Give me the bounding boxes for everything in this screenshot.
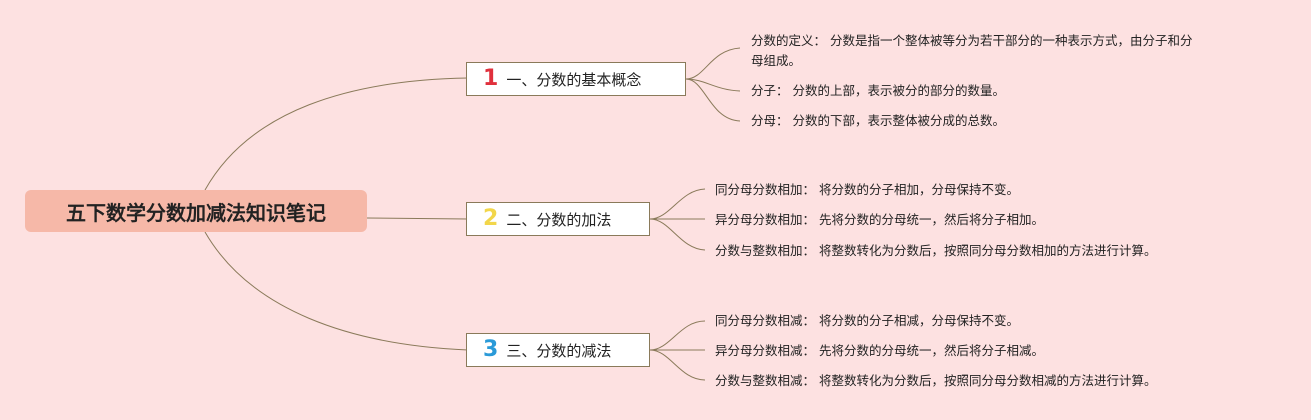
branch-label: 一、分数的基本概念 <box>506 70 642 89</box>
leaf-topic[interactable]: 分数与整数相减：将整数转化为分数后，按照同分母分数相减的方法进行计算。 <box>715 371 1157 391</box>
number-3-icon: 3 <box>483 337 499 362</box>
leaf-desc: 分数是指一个整体被等分为若干部分的一种表示方式，由分子和分 <box>830 33 1193 48</box>
leaf-term: 分数的定义： <box>751 33 827 48</box>
leaf-term: 同分母分数相减： <box>715 313 816 328</box>
leaf-desc: 将分数的分子相减，分母保持不变。 <box>819 313 1020 328</box>
leaf-topic[interactable]: 分子：分数的上部，表示被分的部分的数量。 <box>751 81 1005 101</box>
connector-b1-leaf-3 <box>685 78 741 122</box>
root-title: 五下数学分数加减法知识笔记 <box>66 200 326 225</box>
leaf-desc: 将分数的分子相加，分母保持不变。 <box>819 182 1020 197</box>
connector-root-branch-3 <box>204 231 469 351</box>
leaf-desc: 分数的下部，表示整体被分成的总数。 <box>792 113 1006 128</box>
branch-topic-1[interactable]: 1 一、分数的基本概念 <box>466 62 686 96</box>
leaf-desc: 先将分数的分母统一，然后将分子相减。 <box>819 343 1045 358</box>
connector-b2-leaf-1 <box>649 188 706 220</box>
connector-b2-leaf-3 <box>649 218 706 251</box>
leaf-term: 同分母分数相加： <box>715 182 816 197</box>
connector-b1-leaf-2 <box>685 78 741 92</box>
root-topic[interactable]: 五下数学分数加减法知识笔记 <box>25 190 367 232</box>
leaf-topic[interactable]: 异分母分数相减：先将分数的分母统一，然后将分子相减。 <box>715 341 1044 361</box>
leaf-term: 异分母分数相减： <box>715 343 816 358</box>
leaf-topic[interactable]: 异分母分数相加：先将分数的分母统一，然后将分子相加。 <box>715 210 1044 230</box>
connector-b1-leaf-1 <box>685 47 741 80</box>
leaf-topic[interactable]: 分数的定义：分数是指一个整体被等分为若干部分的一种表示方式，由分子和分 母组成。 <box>751 31 1261 71</box>
number-2-icon: 2 <box>483 206 499 231</box>
leaf-desc: 先将分数的分母统一，然后将分子相加。 <box>819 212 1045 227</box>
leaf-desc: 将整数转化为分数后，按照同分母分数相减的方法进行计算。 <box>819 373 1157 388</box>
leaf-topic[interactable]: 分母：分数的下部，表示整体被分成的总数。 <box>751 111 1005 131</box>
leaf-topic[interactable]: 分数与整数相加：将整数转化为分数后，按照同分母分数相加的方法进行计算。 <box>715 241 1157 261</box>
leaf-term: 分数与整数相加： <box>715 243 816 258</box>
leaf-term: 分子： <box>751 83 789 98</box>
branch-topic-3[interactable]: 3 三、分数的减法 <box>466 333 650 367</box>
leaf-term: 分数与整数相减： <box>715 373 816 388</box>
branch-label: 二、分数的加法 <box>506 210 612 229</box>
leaf-term: 异分母分数相加： <box>715 212 816 227</box>
leaf-term: 分母： <box>751 113 789 128</box>
leaf-topic[interactable]: 同分母分数相加：将分数的分子相加，分母保持不变。 <box>715 180 1019 200</box>
branch-topic-2[interactable]: 2 二、分数的加法 <box>466 202 650 236</box>
connector-root-branch-2 <box>366 217 469 220</box>
leaf-desc: 将整数转化为分数后，按照同分母分数相加的方法进行计算。 <box>819 243 1157 258</box>
number-1-icon: 1 <box>483 66 499 91</box>
leaf-topic[interactable]: 同分母分数相减：将分数的分子相减，分母保持不变。 <box>715 311 1019 331</box>
connector-b3-leaf-1 <box>649 320 706 351</box>
branch-label: 三、分数的减法 <box>506 341 612 360</box>
leaf-desc: 分数的上部，表示被分的部分的数量。 <box>792 83 1006 98</box>
connector-root-branch-1 <box>204 77 469 191</box>
connector-b3-leaf-3 <box>649 349 706 381</box>
leaf-desc-continued: 母组成。 <box>751 53 802 68</box>
